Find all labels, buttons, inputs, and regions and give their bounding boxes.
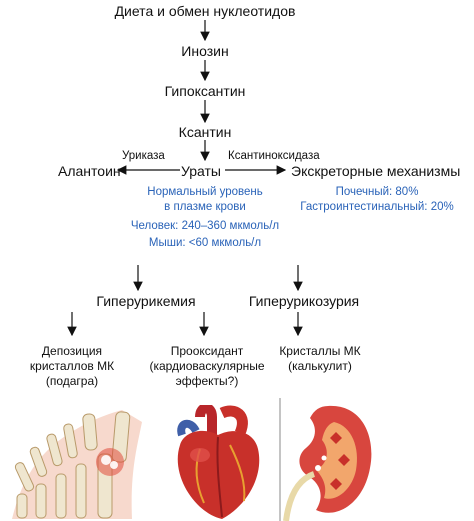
foot-joints-icon xyxy=(12,410,142,519)
enzyme-xanthine-oxidase: Ксантиноксидаза xyxy=(228,150,320,162)
node-xanthine: Ксантин xyxy=(178,124,232,140)
heart-icon xyxy=(177,405,260,519)
excretion-gi: Гастроинтестинальный: 20% xyxy=(300,201,454,213)
node-inosine: Инозин xyxy=(181,43,229,59)
enzyme-uricase: Уриказа xyxy=(122,150,165,162)
plasma-info-line-2: в плазме крови xyxy=(164,201,246,213)
node-diet: Диета и обмен нуклеотидов xyxy=(114,3,296,19)
node-urates: Ураты xyxy=(180,163,222,179)
node-excretory: Экскреторные механизмы xyxy=(291,163,461,179)
node-allantoin: Алантоин xyxy=(58,163,121,179)
outcome-prooxidant: Прооксидант (кардиоваскулярные эффекты?) xyxy=(149,344,265,388)
outcome-deposition: Депозиция кристаллов МК (подагра) xyxy=(29,344,115,388)
plasma-info-line-1: Нормальный уровень xyxy=(147,186,263,198)
node-hyperuricemia: Гиперурикемия xyxy=(96,293,196,309)
plasma-info-human: Человек: 240–360 мкмоль/л xyxy=(130,220,280,232)
excretion-renal: Почечный: 80% xyxy=(335,186,419,198)
plasma-info-mice: Мыши: <60 мкмоль/л xyxy=(148,237,262,249)
outcome-crystals: Кристаллы МК (калькулит) xyxy=(279,344,361,373)
kidney-icon xyxy=(279,398,372,521)
node-hyperuricosuria: Гиперурикозурия xyxy=(248,293,360,309)
node-hypoxanthine: Гипоксантин xyxy=(164,83,246,99)
